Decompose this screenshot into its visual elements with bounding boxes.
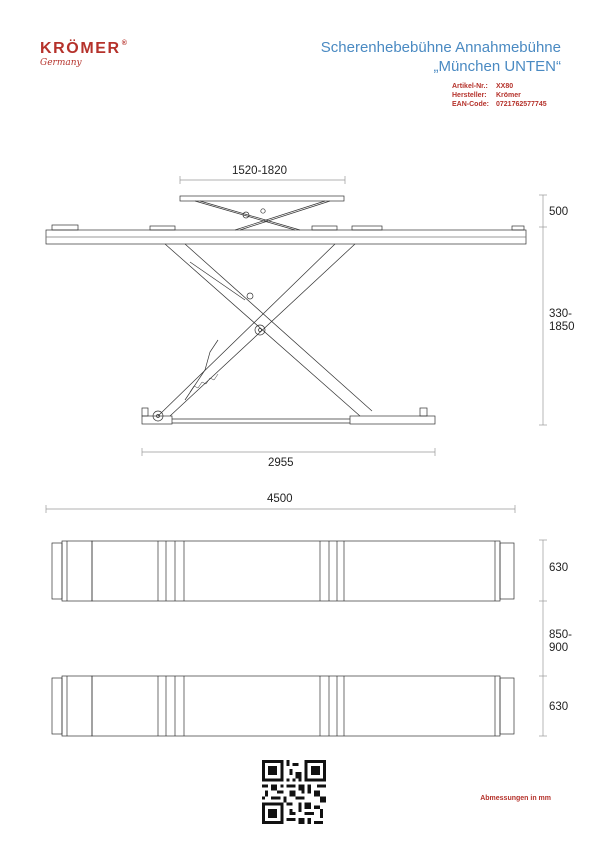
- dim-platform-height: 500: [549, 206, 569, 218]
- title-line-1: Scherenhebebühne Annahmebühne: [320, 39, 561, 56]
- dim-track-width-top: 630: [549, 562, 569, 574]
- page-title: Scherenhebebühne Annahmebühne „München U…: [321, 38, 561, 76]
- top-view-track-1: [51, 540, 515, 602]
- meta-article: Artikel-Nr.:XX80: [452, 83, 514, 90]
- dim-lift-height: 330- 1850: [549, 308, 575, 333]
- brand-tagline: Germany: [40, 58, 82, 68]
- brand-logo: KRÖMER®: [40, 40, 127, 58]
- dim-track-width-bottom: 630: [549, 701, 569, 713]
- meta-manufacturer: Hersteller:Krömer: [452, 91, 521, 99]
- unit-note: Abmessungen in mm: [480, 795, 551, 802]
- upper-platform: [179, 195, 345, 202]
- dim-top-width: 1520-1820: [232, 165, 287, 177]
- top-view-track-2: [51, 675, 515, 737]
- scissor-arm-b: [157, 243, 336, 417]
- qr-code-icon: [262, 760, 326, 824]
- product-meta: Artikel-Nr.:XX80 Hersteller:Krömer EAN-C…: [452, 83, 547, 109]
- registered-mark: ®: [121, 40, 127, 47]
- dim-track-gap: 850- 900: [549, 629, 573, 654]
- brand-name: KRÖMER: [40, 40, 121, 57]
- base-left-block: [141, 415, 173, 425]
- center-pivot: [254, 324, 266, 336]
- meta-ean: EAN-Code:0721762577745: [452, 100, 547, 108]
- side-view: [45, 176, 547, 513]
- base-right-block: [349, 415, 436, 425]
- title-line-2: „München UNTEN“: [433, 58, 561, 75]
- dim-base-length: 2955: [268, 457, 294, 469]
- dim-total-length: 4500: [267, 493, 293, 505]
